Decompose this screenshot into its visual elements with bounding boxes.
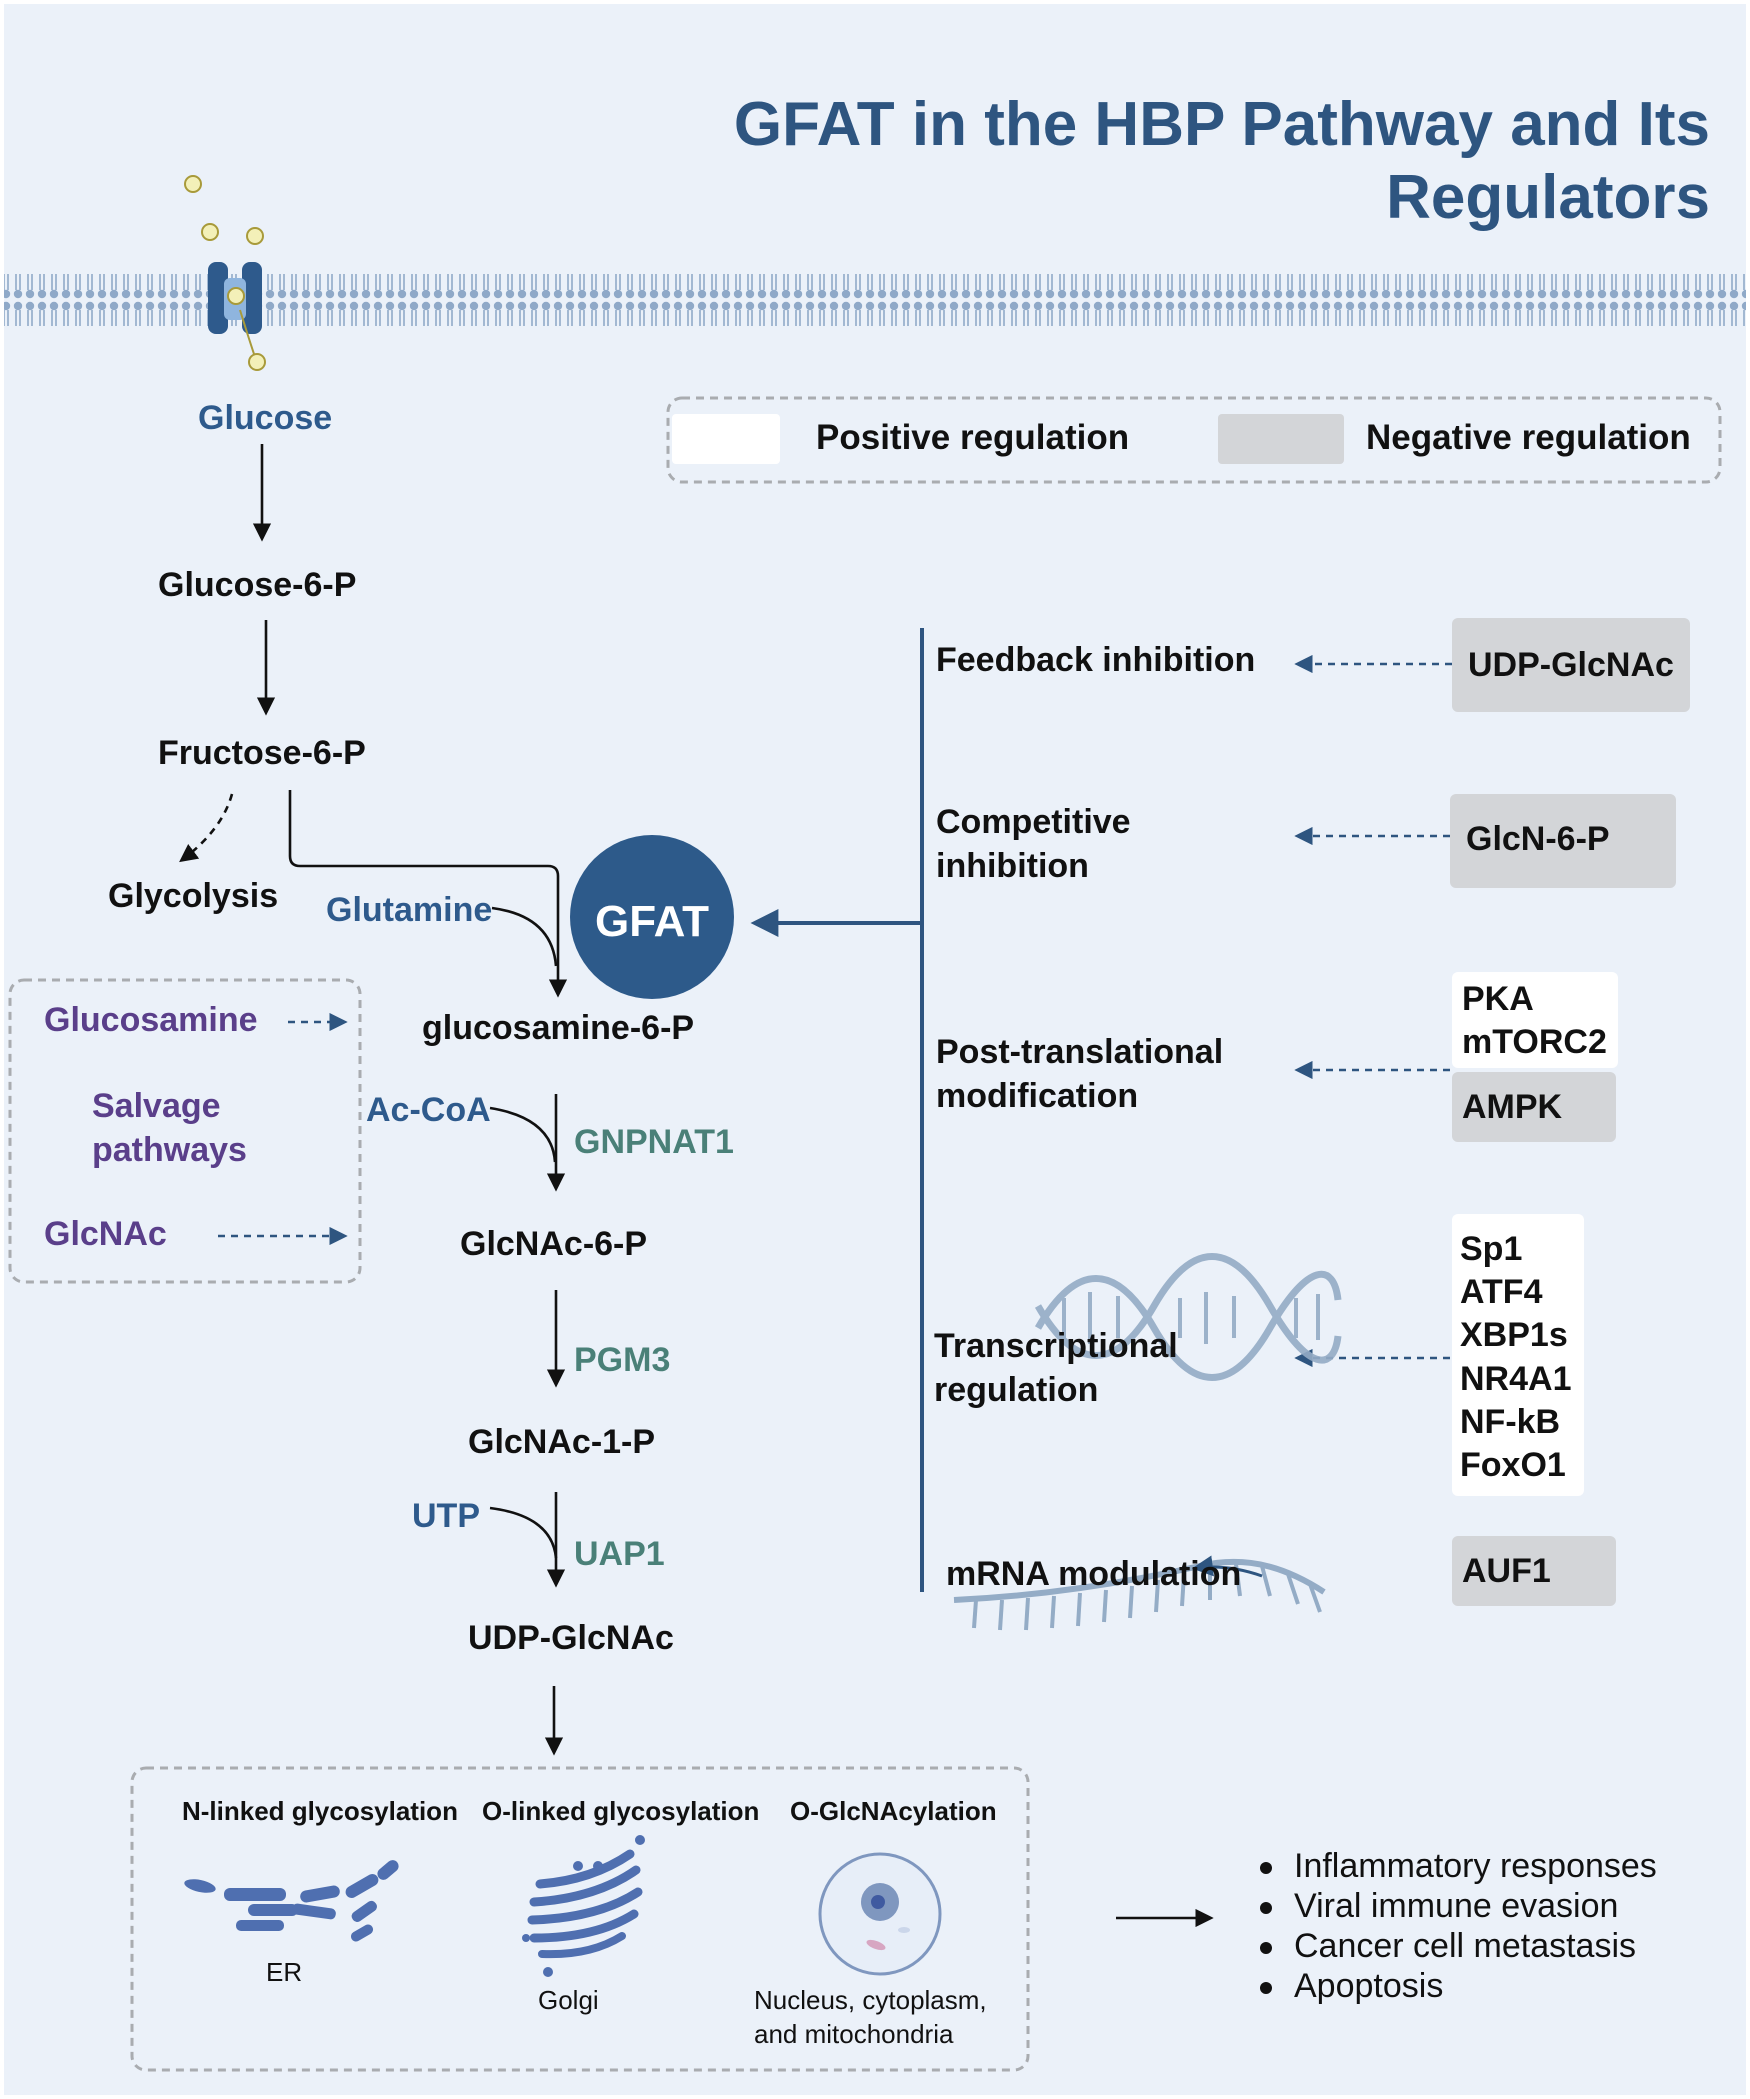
regulator-nr4a1: NR4A1 <box>1460 1359 1572 1398</box>
bullet-icon <box>1260 1982 1272 1995</box>
regulator-glcn-6-p: GlcN-6-P <box>1450 794 1676 888</box>
legend-positive-label: Positive regulation <box>816 418 1130 457</box>
enzyme-uap1: UAP1 <box>574 1535 665 1573</box>
regulator-auf1: AUF1 <box>1452 1536 1616 1606</box>
arrow-utp-input <box>489 1506 558 1559</box>
node-glutamine: Glutamine <box>326 891 493 929</box>
outcome-item: Viral immune evasion <box>1260 1886 1657 1926</box>
cell-membrane <box>4 268 1746 328</box>
gfat-label: GFAT <box>594 897 710 946</box>
arrow-glutamine-input <box>491 906 558 967</box>
salvage-label-line1: Salvage <box>92 1087 221 1125</box>
label-nucleus-line1: Nucleus, cytoplasm, <box>754 1985 987 2015</box>
golgi-icon <box>522 1835 645 1977</box>
regulator-atf4: ATF4 <box>1460 1273 1543 1312</box>
legend-frame <box>666 396 1722 484</box>
mrna-strand-icon <box>953 1558 1326 1631</box>
arrow-f6p-glycolysis <box>179 793 234 863</box>
salvage-glcnac: GlcNAc <box>44 1215 167 1253</box>
regulator-foxo1: FoxO1 <box>1460 1445 1566 1484</box>
node-udp-glcnac: UDP-GlcNAc <box>468 1619 674 1657</box>
label-er: ER <box>266 1957 303 1987</box>
arrow-f6p-glucosamine6p <box>288 790 568 998</box>
regulator-sp1: Sp1 <box>1460 1230 1523 1268</box>
label-nucleus-line2: and mitochondria <box>754 2019 954 2049</box>
outcome-list: Inflammatory responses Viral immune evas… <box>1260 1846 1657 2006</box>
legend-negative-swatch <box>1218 414 1344 464</box>
mechanism-transcriptional-line2: regulation <box>934 1371 1099 1409</box>
node-fructose-6-p: Fructose-6-P <box>158 734 366 772</box>
mechanism-competitive-line2: inhibition <box>936 847 1089 885</box>
arrow-mrna <box>1191 1555 1263 1578</box>
diagram-title: GFAT in the HBP Pathway and Its Regulato… <box>733 90 1710 233</box>
mechanism-feedback-inhibition: Feedback inhibition <box>936 641 1256 679</box>
label-golgi: Golgi <box>538 1985 599 2015</box>
salvage-frame <box>8 978 362 1284</box>
glycosylation-frame <box>130 1766 1030 2072</box>
outcome-item: Apoptosis <box>1260 1966 1657 2006</box>
cell-icon <box>818 1852 942 1976</box>
label-n-linked-glycosylation: N-linked glycosylation <box>182 1796 458 1826</box>
regulator-pka: PKA <box>1462 980 1534 1018</box>
bullet-icon <box>1260 1902 1272 1915</box>
arrow-accoa-input <box>489 1106 557 1163</box>
label-o-glcnacylation: O-GlcNAcylation <box>790 1796 997 1826</box>
node-glcnac-6-p: GlcNAc-6-P <box>460 1225 648 1263</box>
gfat-circle <box>570 835 734 999</box>
regulator-mtorc2: mTORC2 <box>1462 1023 1607 1062</box>
mechanism-ptm-line2: modification <box>936 1077 1139 1115</box>
mechanism-mrna-modulation: mRNA modulation <box>946 1555 1242 1593</box>
mechanism-competitive-line1: Competitive <box>936 803 1131 841</box>
salvage-glucosamine: Glucosamine <box>44 1001 258 1039</box>
node-glucosamine-6-p: glucosamine-6-P <box>422 1009 695 1047</box>
bullet-icon <box>1260 1862 1272 1875</box>
legend-positive-swatch <box>672 414 780 464</box>
mechanism-ptm-line1: Post-translational <box>936 1033 1224 1071</box>
regulator-udp-glcnac: UDP-GlcNAc <box>1452 618 1690 712</box>
regulator-xbp1s: XBP1s <box>1460 1316 1568 1355</box>
enzyme-pgm3: PGM3 <box>574 1341 671 1379</box>
node-glcnac-1-p: GlcNAc-1-P <box>468 1423 656 1461</box>
glucose-transporter-icon <box>184 175 266 371</box>
regulator-box-ptm-positive: PKA mTORC2 <box>1452 972 1618 1068</box>
node-glycolysis: Glycolysis <box>108 877 279 915</box>
enzyme-gnpnat1: GNPNAT1 <box>574 1123 734 1161</box>
node-utp: UTP <box>412 1497 480 1535</box>
dna-helix-icon <box>1034 1253 1342 1381</box>
regulator-nf-kb: NF-kB <box>1460 1402 1561 1441</box>
regulator-ampk: AMPK <box>1452 1072 1616 1142</box>
node-glucose: Glucose <box>198 399 333 437</box>
node-ac-coa: Ac-CoA <box>366 1091 491 1129</box>
outcome-item: Cancer cell metastasis <box>1260 1926 1657 1966</box>
outcome-item: Inflammatory responses <box>1260 1846 1657 1886</box>
regulator-box-transcriptional: Sp1 ATF4 XBP1s NR4A1 NF-kB FoxO1 <box>1452 1214 1584 1496</box>
er-icon <box>184 1860 399 1942</box>
node-glucose-6-p: Glucose-6-P <box>158 566 357 604</box>
legend-negative-label: Negative regulation <box>1366 418 1691 457</box>
label-o-linked-glycosylation: O-linked glycosylation <box>482 1796 760 1826</box>
mechanism-transcriptional-line1: Transcriptional <box>934 1327 1178 1365</box>
bullet-icon <box>1260 1942 1272 1955</box>
salvage-label-line2: pathways <box>92 1131 247 1169</box>
